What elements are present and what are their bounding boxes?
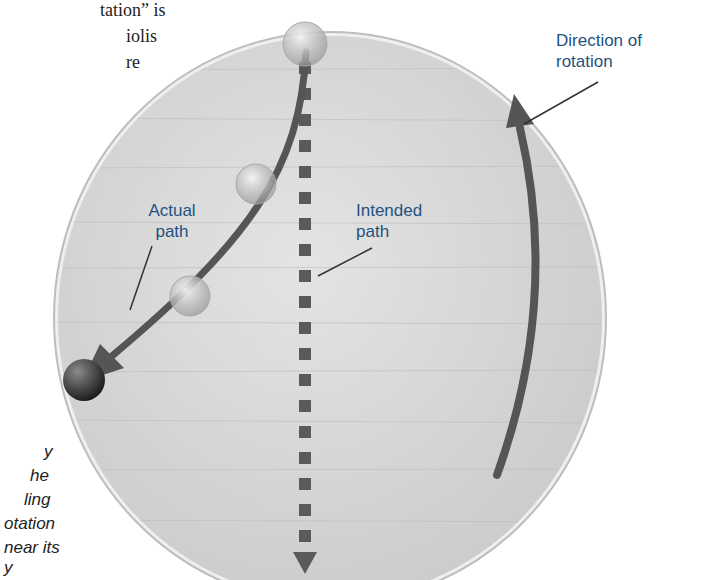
cropped-caption-text: near its (4, 538, 94, 558)
cropped-body-text: re (126, 52, 186, 72)
rotation-arrowhead (506, 94, 534, 128)
leader-line (318, 248, 372, 276)
disk-rim (54, 32, 606, 580)
ghost-ball (236, 164, 276, 204)
disk-texture (40, 68, 620, 522)
actual-path-curve (112, 52, 306, 356)
cropped-caption-text: y (4, 558, 44, 578)
rotation-arc (497, 128, 536, 475)
callout-label: Actual path (132, 200, 212, 242)
cropped-caption-text: he (30, 466, 80, 486)
ghost-ball (170, 276, 210, 316)
ghost-ball (283, 22, 327, 66)
leader-line (130, 246, 152, 310)
callout-label: Direction of rotation (556, 30, 696, 72)
cropped-caption-text: otation (4, 514, 84, 534)
cropped-body-text: tation” is (100, 0, 220, 20)
disk (58, 36, 602, 580)
cropped-caption-text: ling (24, 490, 84, 510)
ball (63, 359, 105, 401)
leader-line (524, 82, 598, 124)
intended-path-dashes (293, 62, 317, 574)
cropped-caption-text: y (44, 442, 84, 462)
callout-label: Intended path (356, 200, 436, 242)
cropped-body-text: iolis (126, 26, 206, 46)
